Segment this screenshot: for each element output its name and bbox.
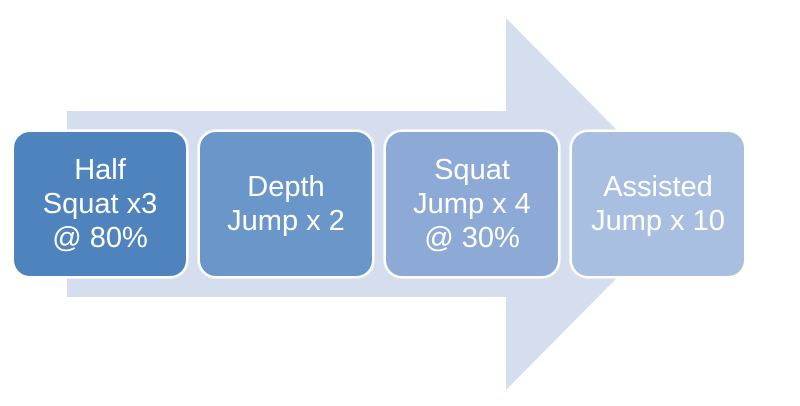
step-label-2: Depth Jump x 2 — [227, 171, 345, 237]
step-box-2: Depth Jump x 2 — [198, 130, 374, 278]
step-box-3: Squat Jump x 4 @ 30% — [384, 130, 560, 278]
step-box-1: Half Squat x3 @ 80% — [12, 130, 188, 278]
arrow-shape — [67, 18, 690, 390]
step-box-4: Assisted Jump x 10 — [570, 130, 746, 278]
step-label-4: Assisted Jump x 10 — [591, 171, 725, 237]
step-label-3: Squat Jump x 4 @ 30% — [413, 154, 531, 254]
step-label-1: Half Squat x3 @ 80% — [42, 154, 158, 254]
